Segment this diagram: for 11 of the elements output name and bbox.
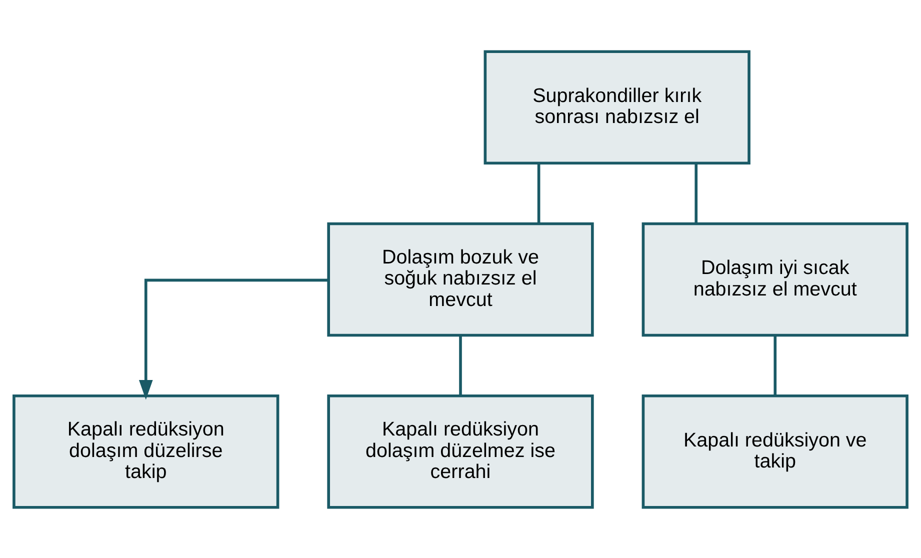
node-box: Kapalı redüksiyon ve takip [642,394,908,508]
node-box: Dolaşım iyi sıcak nabızsız el mevcut [642,222,908,336]
arrow [138,278,328,400]
node-box: Suprakondiller kırık sonrası nabızsız el [484,50,750,164]
connector [459,334,462,395]
connector [537,162,540,223]
node-box: Kapalı redüksiyon dolaşım düzelirse takip [12,394,280,508]
node-box: Dolaşım bozuk ve soğuk nabızsız el mevcut [327,222,594,336]
connector [694,162,698,223]
node-box: Kapalı redüksiyon dolaşım düzelmez ise cerrahi [327,394,594,508]
connector [774,334,777,395]
